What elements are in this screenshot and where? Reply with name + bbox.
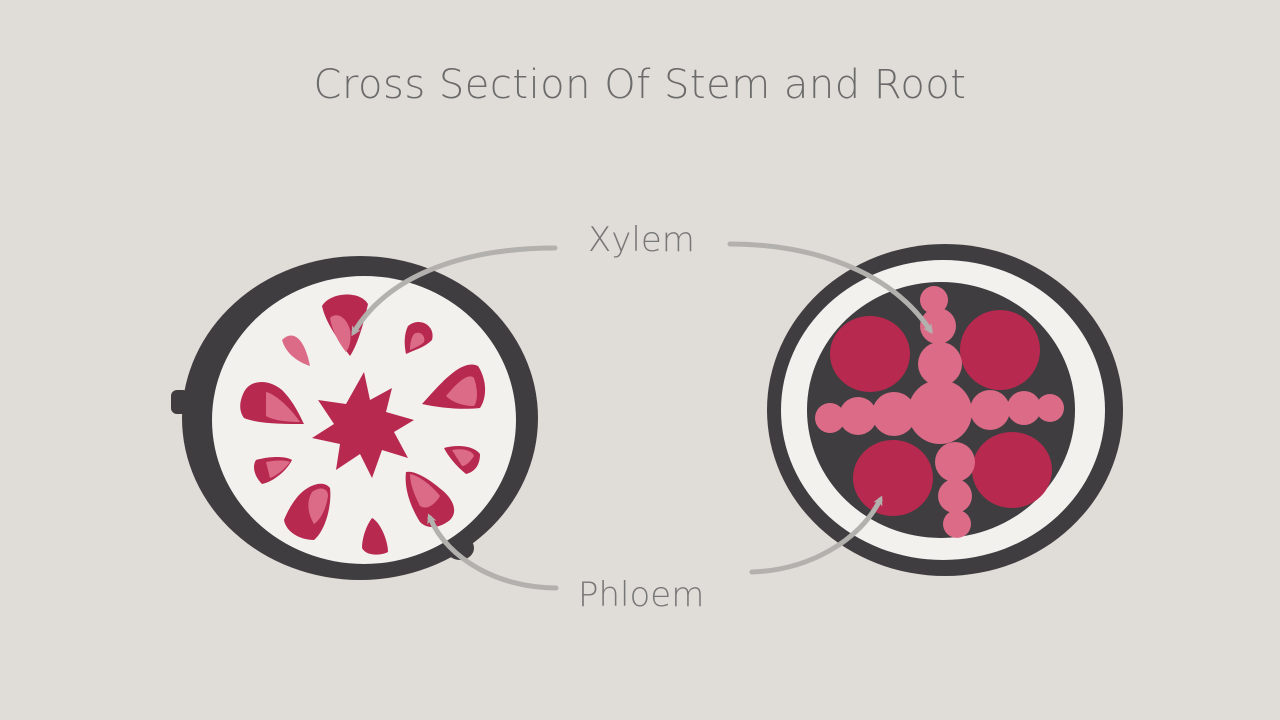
root-xylem-up-3: [920, 286, 948, 314]
root-xylem-up-2: [920, 308, 956, 344]
stem-vascular-bundles: [240, 294, 486, 555]
arrow-phloem-root: [749, 495, 883, 575]
stem-bundle-bottom-center: [362, 518, 388, 555]
stem-bundle-bottom-right-xylem: [410, 474, 440, 508]
stem-cross-section: [171, 256, 538, 580]
root-xylem-down-2: [938, 479, 972, 513]
stem-pith-star: [312, 372, 414, 478]
arrow-xylem-stem: [351, 245, 558, 337]
root-xylem-up-1: [918, 342, 962, 386]
arrow-xylem-root: [727, 241, 933, 335]
root-xylem-left-2: [839, 397, 877, 435]
root-xylem-down-1: [935, 442, 975, 482]
root-xylem-left-1: [872, 392, 916, 436]
root-xylem-right-3: [1036, 394, 1064, 422]
root-xylem-right-2: [1007, 391, 1041, 425]
stem-bundle-bottom-left-xylem: [308, 488, 328, 524]
root-xylem-right-1: [970, 390, 1010, 430]
root-phloem-groups: [830, 310, 1052, 516]
stem-bundle-upper-left: [282, 335, 310, 366]
stem-bundle-lower-left-xylem: [266, 460, 290, 478]
root-xylem-down-3: [943, 510, 971, 538]
label-phloem: Phloem: [578, 575, 705, 615]
stem-bundle-left-xylem: [266, 392, 300, 422]
root-xylem-center: [908, 380, 972, 444]
root-xylem-left-3: [815, 403, 845, 433]
stem-bundle-upper-right-xylem: [410, 332, 425, 350]
label-xylem: Xylem: [588, 220, 695, 260]
root-phloem-top-right: [960, 310, 1040, 390]
root-phloem-top-left: [830, 316, 910, 392]
stem-bundle-lower-right-xylem: [452, 449, 474, 466]
root-phloem-bottom-left: [853, 440, 933, 516]
stem-bark-nub: [171, 390, 189, 414]
root-xylem-cross: [815, 286, 1064, 538]
annotation-arrows: [351, 241, 933, 591]
root-phloem-bottom-right: [972, 432, 1052, 508]
arrow-phloem-stem: [427, 513, 559, 591]
stem-bundle-top-xylem: [330, 315, 351, 352]
root-cross-section: [767, 244, 1123, 576]
stem-bundle-right-xylem: [446, 376, 477, 406]
stem-bark-nub-2: [446, 536, 474, 560]
diagram-title: Cross Section Of Stem and Root: [313, 62, 967, 108]
